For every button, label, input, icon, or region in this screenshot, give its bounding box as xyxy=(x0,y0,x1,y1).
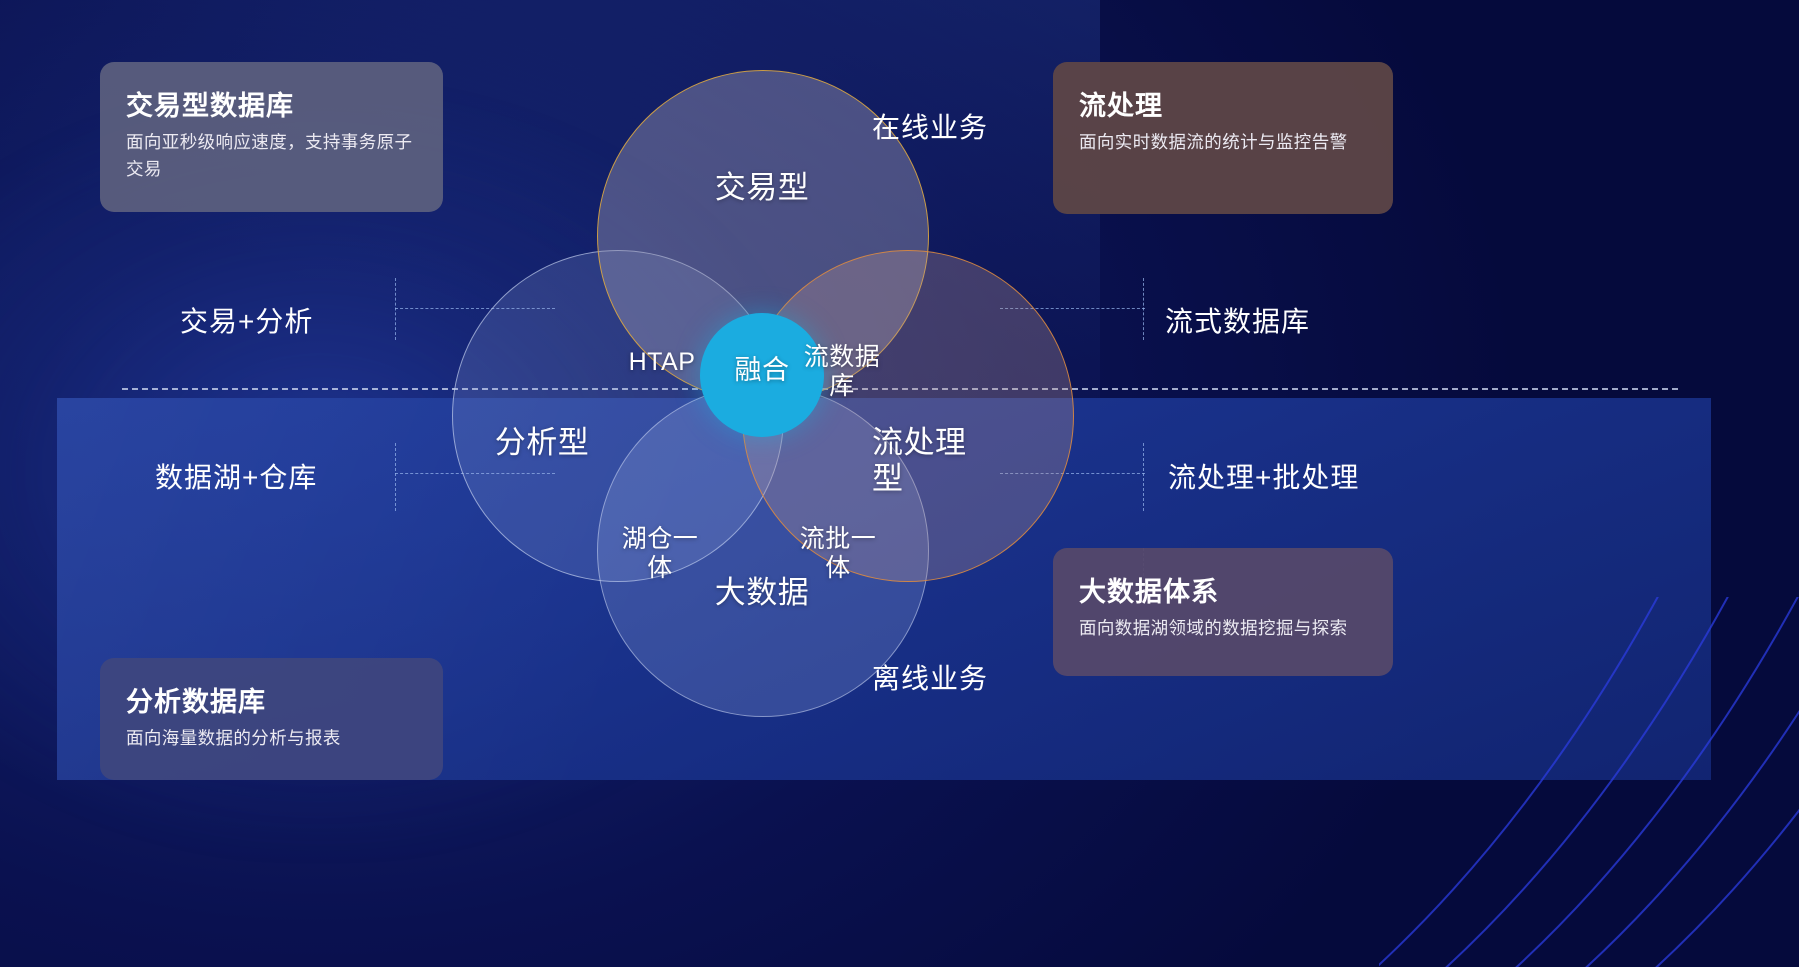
axis-label-offline: 离线业务 xyxy=(872,663,989,694)
leader-tick-right-bottom xyxy=(1143,443,1144,511)
leader-tick-left-top xyxy=(395,278,396,340)
axis-label-online: 在线业务 xyxy=(872,112,989,143)
venn-label-stream: 流处理 型 xyxy=(872,425,967,496)
card-stream-processing: 流处理 面向实时数据流的统计与监控告警 xyxy=(1053,62,1393,214)
side-label-stream-database: 流式数据库 xyxy=(1165,306,1311,337)
card-description: 面向实时数据流的统计与监控告警 xyxy=(1079,132,1348,152)
leader-line-right-bottom xyxy=(1000,473,1145,474)
side-label-transaction-analysis: 交易+分析 xyxy=(180,306,314,337)
leader-line-right-top xyxy=(1000,308,1145,309)
venn-label-analytical: 分析型 xyxy=(494,425,590,460)
card-description: 面向数据湖领域的数据挖掘与探索 xyxy=(1079,618,1348,638)
card-description: 面向海量数据的分析与报表 xyxy=(126,728,341,748)
card-transactional-db: 交易型数据库 面向亚秒级响应速度，支持事务原子交易 xyxy=(100,62,443,212)
card-analytical-db: 分析数据库 面向海量数据的分析与报表 xyxy=(100,658,443,780)
side-label-lake-warehouse: 数据湖+仓库 xyxy=(155,462,318,493)
venn-label-fusion: 融合 xyxy=(734,355,790,385)
venn-circle-fusion xyxy=(700,313,824,437)
venn-label-stream-batch: 流批一 体 xyxy=(799,525,877,582)
venn-label-lakehouse: 湖仓一 体 xyxy=(621,525,699,582)
card-bigdata-system: 大数据体系 面向数据湖领域的数据挖掘与探索 xyxy=(1053,548,1393,676)
card-title: 交易型数据库 xyxy=(126,91,294,121)
card-title: 流处理 xyxy=(1079,91,1163,121)
card-description: 面向亚秒级响应速度，支持事务原子交易 xyxy=(126,132,413,179)
leader-tick-right-top xyxy=(1143,278,1144,340)
side-label-stream-batch-processing: 流处理+批处理 xyxy=(1168,462,1360,493)
leader-tick-left-bottom xyxy=(395,443,396,511)
venn-label-transactional: 交易型 xyxy=(714,170,810,205)
venn-label-htap: HTAP xyxy=(628,348,696,376)
card-title: 分析数据库 xyxy=(126,687,266,717)
leader-line-left-top xyxy=(395,308,555,309)
venn-label-stream-db: 流数据 库 xyxy=(803,343,881,400)
venn-diagram: 交易型 分析型 流处理 型 大数据 融合 HTAP 流数据 库 湖仓一 体 流批… xyxy=(452,70,1074,717)
venn-label-bigdata: 大数据 xyxy=(714,575,810,610)
card-title: 大数据体系 xyxy=(1079,577,1219,607)
